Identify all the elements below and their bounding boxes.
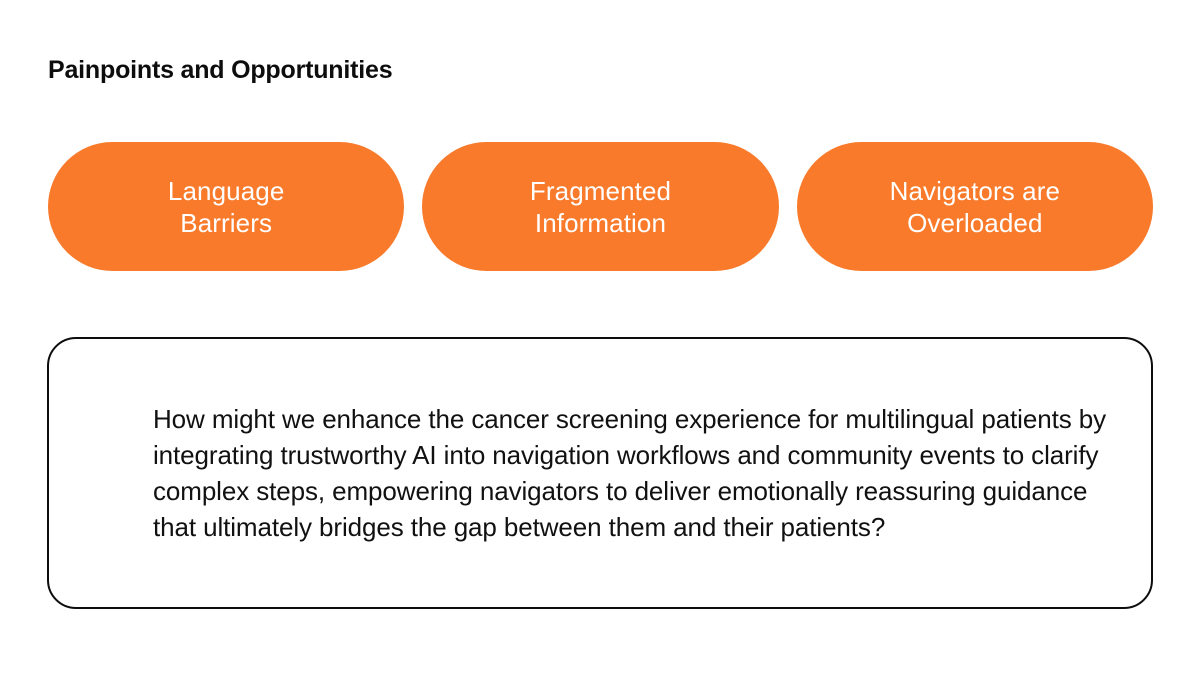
painpoint-pill-label: Language Barriers [167, 175, 285, 238]
how-might-we-statement: How might we enhance the cancer screenin… [153, 404, 1106, 542]
painpoint-pill-label: Fragmented Information [529, 175, 672, 238]
how-might-we-box: How might we enhance the cancer screenin… [47, 337, 1153, 609]
painpoint-pill-fragmented-information[interactable]: Fragmented Information [422, 142, 779, 271]
painpoint-pill-label: Navigators are Overloaded [889, 175, 1061, 238]
painpoint-pill-navigators-overloaded[interactable]: Navigators are Overloaded [796, 142, 1153, 271]
painpoint-pill-row: Language Barriers Fragmented Information… [48, 142, 1153, 271]
page-title: Painpoints and Opportunities [48, 56, 393, 84]
painpoint-pill-language-barriers[interactable]: Language Barriers [48, 142, 405, 271]
